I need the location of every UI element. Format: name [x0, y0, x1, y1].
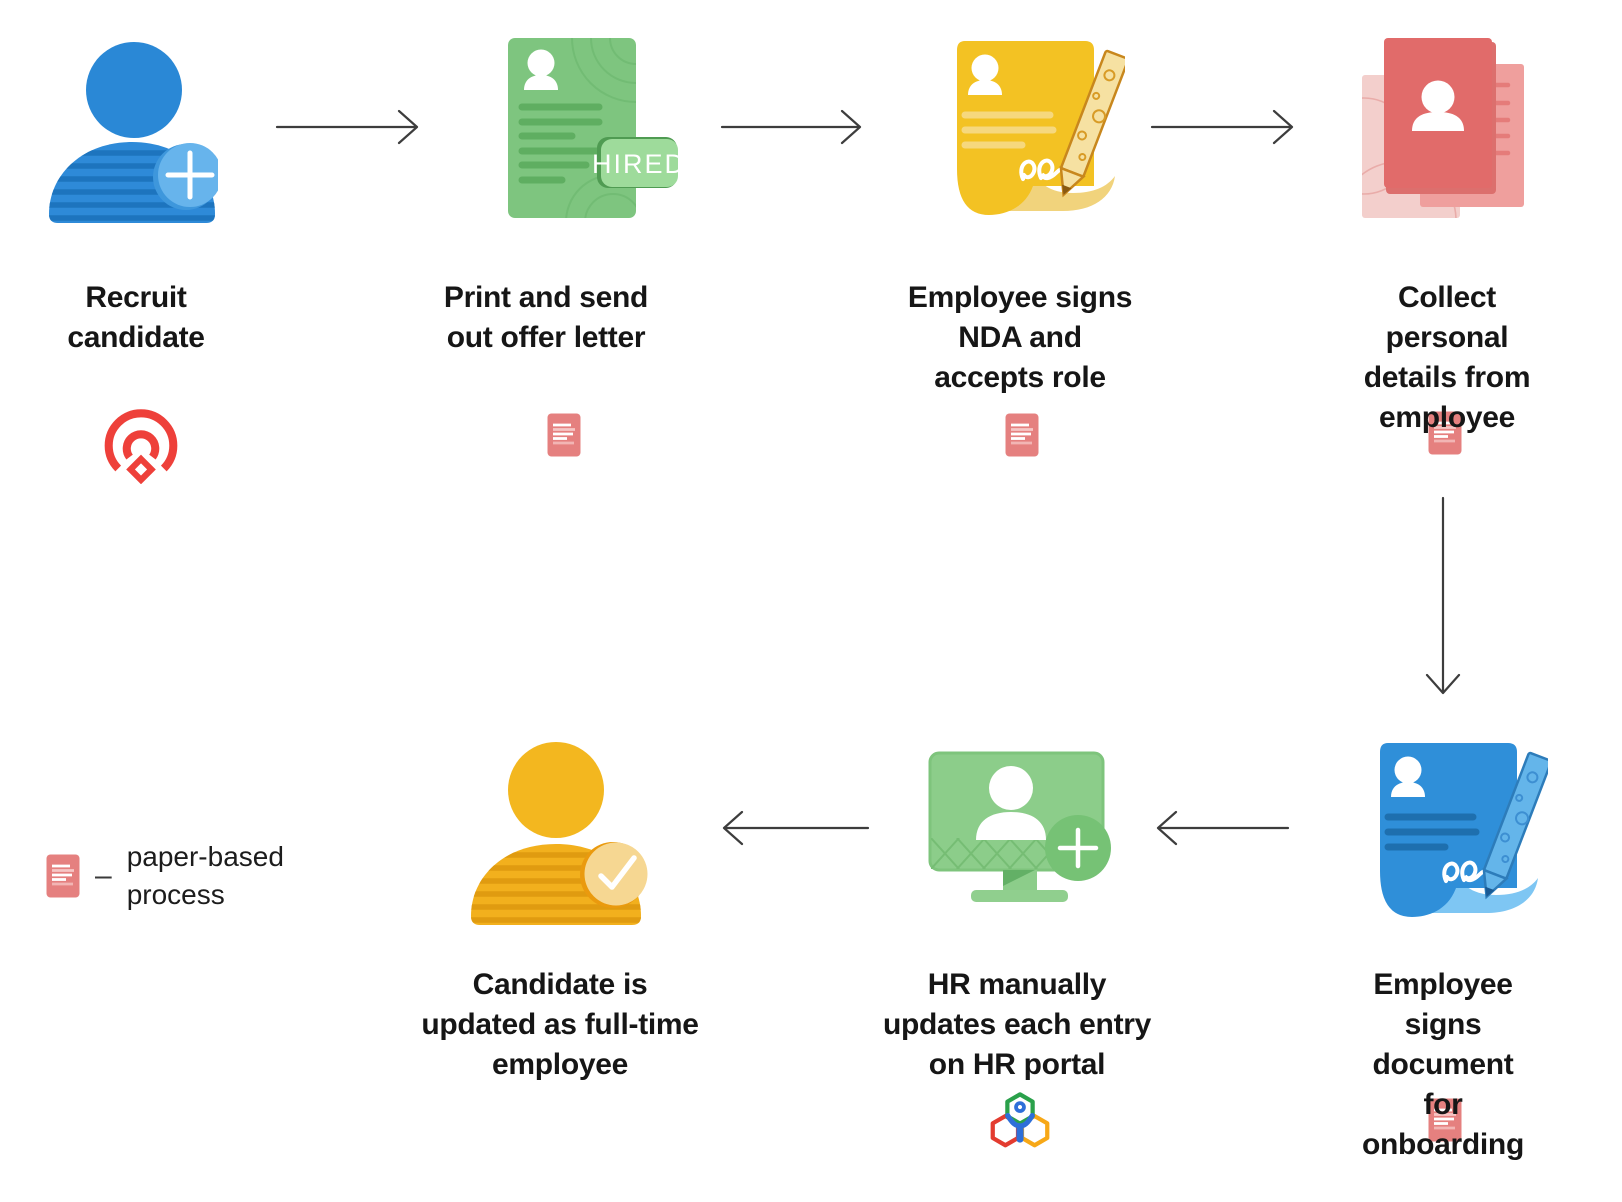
sign-document-blue-icon: [1380, 743, 1548, 917]
check-icon: [598, 855, 637, 890]
arrow-right-icon: [275, 109, 419, 145]
pen-icon: [1482, 751, 1548, 900]
legend-dash: –: [95, 859, 112, 892]
arrow-left-icon: [722, 810, 870, 846]
person-add-icon: [49, 42, 218, 223]
person-check-icon: [471, 742, 648, 925]
person-figure: [1005, 1101, 1035, 1143]
legend: – paper-based process: [46, 838, 284, 914]
arrow-right-icon: [1150, 109, 1294, 145]
offer-letter-icon: HIRED: [508, 38, 681, 218]
plus-icon: [165, 150, 215, 200]
documents-stack-icon: [1362, 38, 1524, 218]
step-label-sign-nda: Employee signs NDA and accepts role: [907, 281, 1133, 394]
signature-squiggle: [1442, 860, 1493, 883]
legend-label: paper-based process: [126, 841, 284, 910]
paper-process-icon: [547, 413, 581, 457]
hired-tag: HIRED: [592, 137, 681, 188]
sign-document-yellow-icon: [957, 41, 1125, 215]
pen-icon: [1059, 49, 1125, 198]
zoho-recruit-logo: [104, 409, 178, 484]
step-label-sign-onboarding: Employee signs document for onboarding: [1362, 968, 1524, 1161]
step-label-recruit-candidate: Recruit candidate: [67, 281, 205, 354]
paper-process-icon: [1005, 413, 1039, 457]
paper-process-icon: [1428, 411, 1462, 455]
paper-process-icon: [1428, 1098, 1462, 1142]
signature-squiggle: [1019, 158, 1070, 181]
zoho-people-logo: [990, 1092, 1050, 1148]
arrow-right-icon: [720, 109, 862, 145]
hired-tag-text: HIRED: [592, 149, 681, 179]
step-label-hr-portal-update: HR manually updates each entry on HR por…: [882, 968, 1152, 1081]
plus-icon: [1057, 827, 1099, 869]
paper-process-icon: [46, 854, 80, 898]
step-label-candidate-fulltime: Candidate is updated as full-time employ…: [421, 968, 699, 1081]
monitor-add-icon: [928, 751, 1111, 902]
step-label-print-offer-letter: Print and send out offer letter: [443, 281, 649, 354]
arrow-left-icon: [1156, 810, 1290, 846]
step-label-collect-details: Collect personal details from employee: [1363, 281, 1531, 434]
arrow-down-icon: [1425, 496, 1461, 695]
